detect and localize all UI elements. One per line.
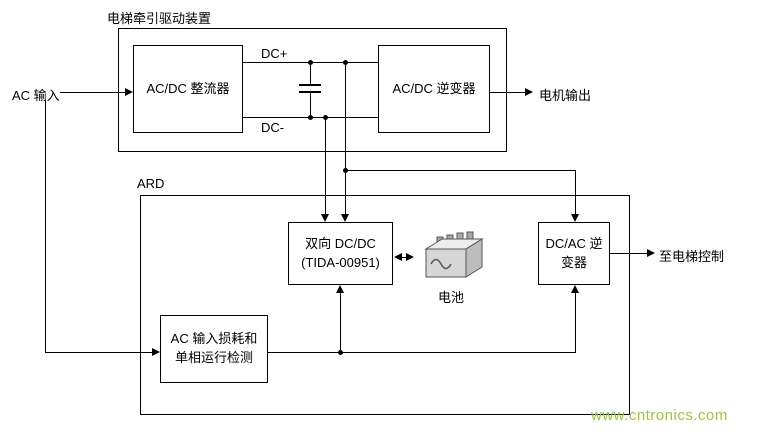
dcdc-label-line1: 双向 DC/DC — [305, 235, 376, 251]
wire-ac-branch-horizontal — [45, 352, 153, 353]
arrowhead-battery-left — [394, 253, 402, 261]
junction-dot-detection-line — [338, 350, 343, 355]
detection-label-line1: AC 输入损耗和 — [170, 331, 258, 347]
capacitor-plate-bottom — [299, 91, 321, 93]
arrowhead-ac-input — [125, 88, 133, 96]
arrowhead-motor-output — [525, 88, 533, 96]
wire-dcac-feed-vertical — [575, 170, 576, 215]
wire-dcdc-battery — [400, 257, 410, 258]
wire-capacitor-bottom — [310, 93, 311, 117]
ard-box — [140, 195, 630, 415]
watermark: www.cntronics.com — [591, 407, 728, 424]
motor-output-label: 电机输出 — [539, 88, 592, 103]
detection-label-line2: 单相运行检测 — [174, 350, 253, 365]
battery-icon — [416, 231, 486, 285]
arrowhead-dcdc-top-right — [341, 214, 349, 222]
dcdc-label-line2: (TIDA-00951) — [301, 254, 380, 270]
arrowhead-dcac-bottom — [571, 285, 579, 293]
dc-plus-label: DC+ — [261, 46, 288, 61]
wire-dcac-feed-horizontal — [345, 170, 575, 171]
arrowhead-detection-input — [152, 348, 160, 356]
wire-dc-bus-left-drop — [325, 117, 326, 215]
arrowhead-elevator-control — [647, 249, 655, 257]
wire-detection-to-dcdc — [340, 293, 341, 352]
ac-input-label: AC 输入 — [12, 88, 60, 103]
junction-dot-dcminus-tap — [323, 115, 328, 120]
wire-detection-to-dcac — [575, 293, 576, 352]
detection-box: AC 输入损耗和 单相运行检测 — [160, 315, 268, 383]
wire-detection-output — [268, 352, 576, 353]
ard-title: ARD — [137, 176, 165, 191]
arrowhead-dcac-top — [571, 214, 579, 222]
rectifier-label: AC/DC 整流器 — [146, 80, 230, 96]
wire-ac-input — [60, 92, 126, 93]
wire-elevator-control — [610, 253, 648, 254]
drive-unit-box — [118, 28, 507, 152]
wire-capacitor-top — [310, 62, 311, 84]
dcdc-box: 双向 DC/DC (TIDA-00951) — [288, 222, 393, 285]
arrowhead-battery-right — [406, 253, 414, 261]
capacitor-plate-top — [299, 84, 321, 86]
dcac-label: DC/AC 逆变器 — [545, 235, 603, 270]
inverter-box: AC/DC 逆变器 — [378, 45, 490, 133]
drive-unit-title: 电梯牵引驱动装置 — [107, 11, 212, 26]
inverter-label: AC/DC 逆变器 — [392, 80, 476, 96]
arrowhead-dcdc-top-left — [321, 214, 329, 222]
rectifier-box: AC/DC 整流器 — [133, 45, 243, 133]
battery-label: 电池 — [437, 290, 464, 305]
junction-dot-dcplus-tap — [343, 60, 348, 65]
junction-dot-cap-top — [308, 60, 313, 65]
dc-minus-label: DC- — [261, 120, 285, 135]
junction-dot-cap-bottom — [308, 115, 313, 120]
wire-motor-output — [490, 92, 526, 93]
dcac-box: DC/AC 逆变器 — [538, 222, 610, 285]
wire-ac-branch-vertical — [45, 100, 46, 353]
elevator-control-label: 至电梯控制 — [659, 249, 725, 264]
wire-dc-bus-right-drop — [345, 62, 346, 215]
arrowhead-dcdc-bottom — [336, 285, 344, 293]
junction-dot-dcac-feed — [343, 168, 348, 173]
